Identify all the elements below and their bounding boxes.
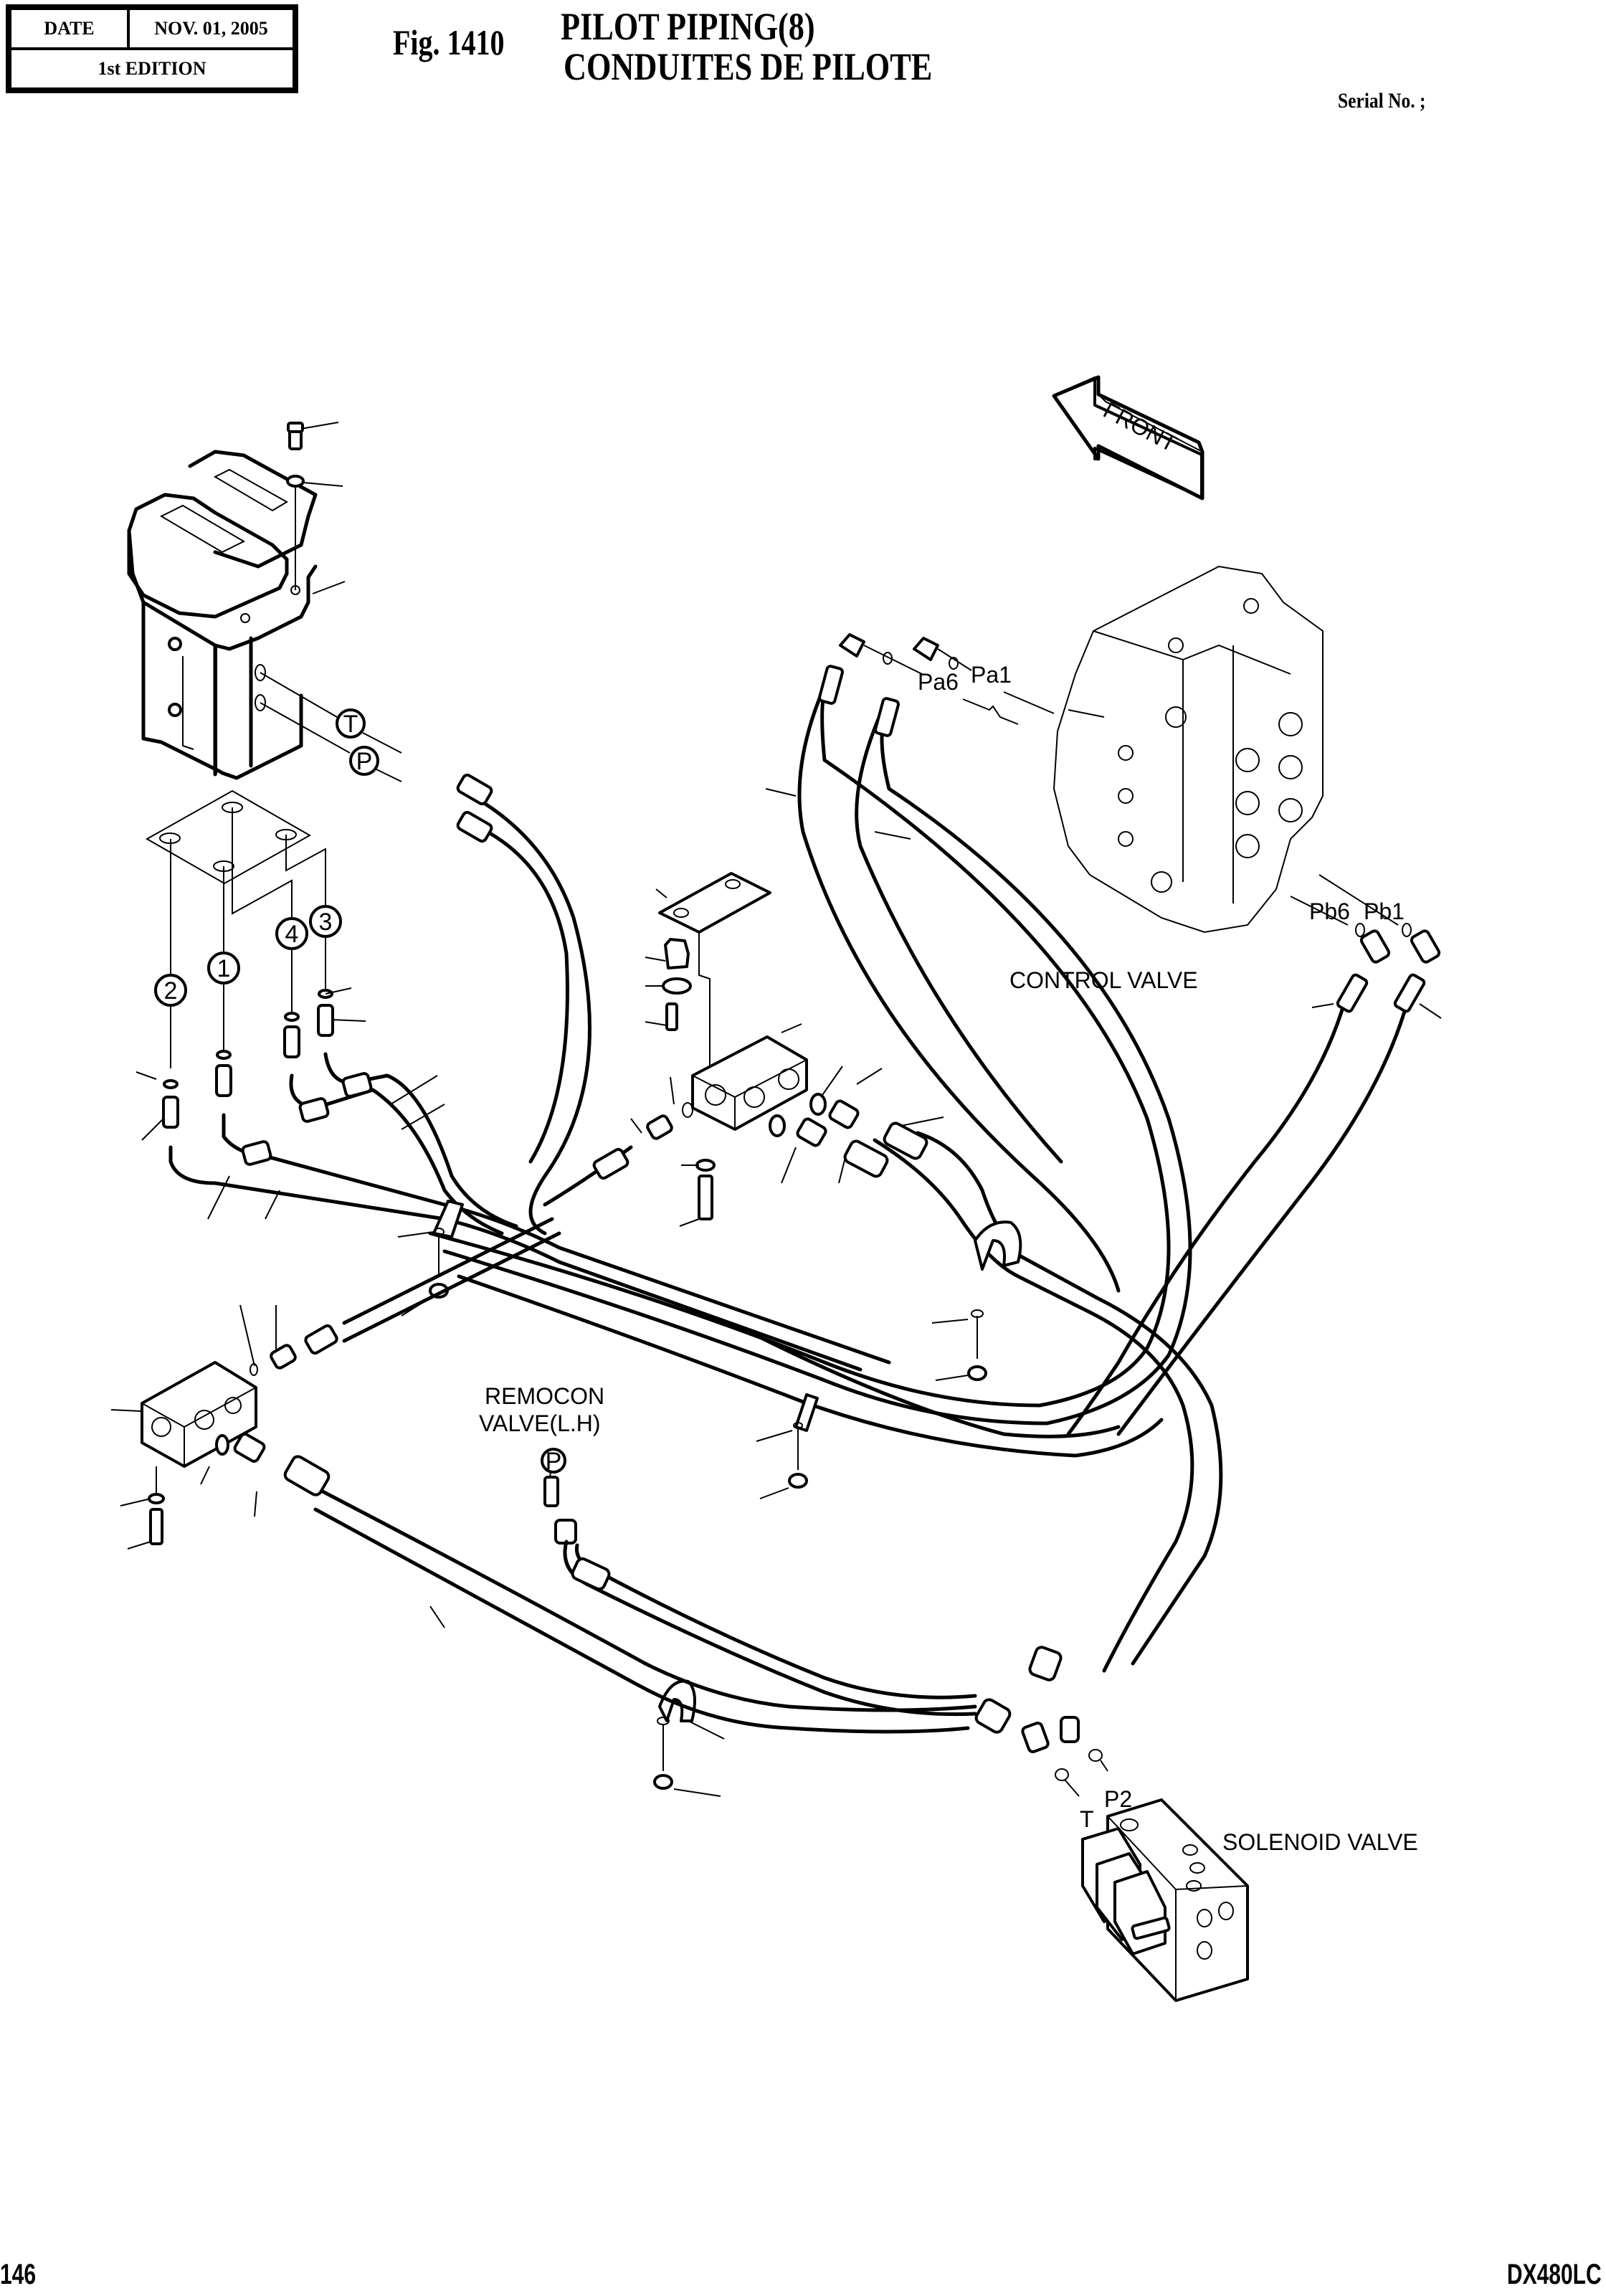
solenoid-valve bbox=[1081, 1798, 1249, 2002]
port-label-pa1: Pa1 bbox=[971, 662, 1012, 688]
title-french: CONDUITES DE PILOTE bbox=[564, 45, 933, 88]
port-fittings bbox=[136, 987, 366, 1141]
callout-remocon-p: P bbox=[546, 1448, 562, 1475]
callout-p: P bbox=[356, 748, 373, 775]
control-valve bbox=[1053, 565, 1324, 934]
left-junction-block bbox=[110, 1217, 977, 1734]
main-hose-bundle bbox=[428, 668, 1192, 1458]
port-label-t: T bbox=[1080, 1806, 1094, 1832]
pb-fittings bbox=[1290, 874, 1441, 964]
control-valve-ports bbox=[1118, 598, 1303, 893]
figure-number: Fig. 1410 bbox=[393, 22, 505, 62]
port-label-pb1: Pb1 bbox=[1364, 898, 1405, 924]
joystick-port-labels: T P bbox=[260, 672, 402, 782]
edition-label: 1st EDITION bbox=[98, 58, 206, 79]
middle-junction-block bbox=[543, 872, 944, 1227]
solenoid-fittings bbox=[974, 1646, 1108, 1797]
revision-date-row: DATE NOV. 01, 2005 bbox=[11, 10, 293, 50]
remocon-hose: P REMOCON VALVE(L.H) bbox=[479, 1383, 977, 1717]
title-english: PILOT PIPING(8) bbox=[561, 5, 815, 48]
page-number: 146 bbox=[0, 2259, 37, 2290]
serial-number-label: Serial No. ; bbox=[1338, 89, 1426, 113]
port-label-pb6: Pb6 bbox=[1309, 898, 1350, 924]
solenoid-valve-label: SOLENOID VALVE bbox=[1222, 1829, 1418, 1855]
joystick-valve bbox=[127, 422, 346, 780]
remocon-label-line1: REMOCON bbox=[485, 1383, 604, 1409]
date-value: NOV. 01, 2005 bbox=[154, 18, 268, 39]
revision-box: DATE NOV. 01, 2005 1st EDITION bbox=[6, 4, 298, 93]
callout-4: 4 bbox=[285, 921, 299, 948]
control-valve-label: CONTROL VALVE bbox=[1009, 967, 1198, 993]
callout-2: 2 bbox=[164, 977, 178, 1005]
pa-fittings bbox=[839, 633, 1055, 725]
port-label-p2: P2 bbox=[1104, 1786, 1132, 1812]
callout-t: T bbox=[343, 711, 358, 738]
control-valve-hoses bbox=[765, 665, 1442, 1436]
model-name: DX480LC bbox=[1507, 2259, 1602, 2290]
callout-3: 3 bbox=[319, 909, 333, 936]
date-label: DATE bbox=[11, 10, 130, 47]
callout-t-circle bbox=[336, 708, 366, 739]
callout-p-circle bbox=[349, 746, 379, 776]
hose-clamps bbox=[397, 1200, 1022, 1797]
port-label-pa6: Pa6 bbox=[918, 669, 959, 695]
front-arrow-icon: FRONT bbox=[1052, 375, 1204, 501]
middle-hose-pair bbox=[843, 1121, 1223, 1673]
callout-1: 1 bbox=[217, 955, 231, 982]
remocon-label-line2: VALVE(L.H) bbox=[479, 1410, 601, 1436]
port-plate: 2 1 4 3 bbox=[145, 789, 342, 1068]
